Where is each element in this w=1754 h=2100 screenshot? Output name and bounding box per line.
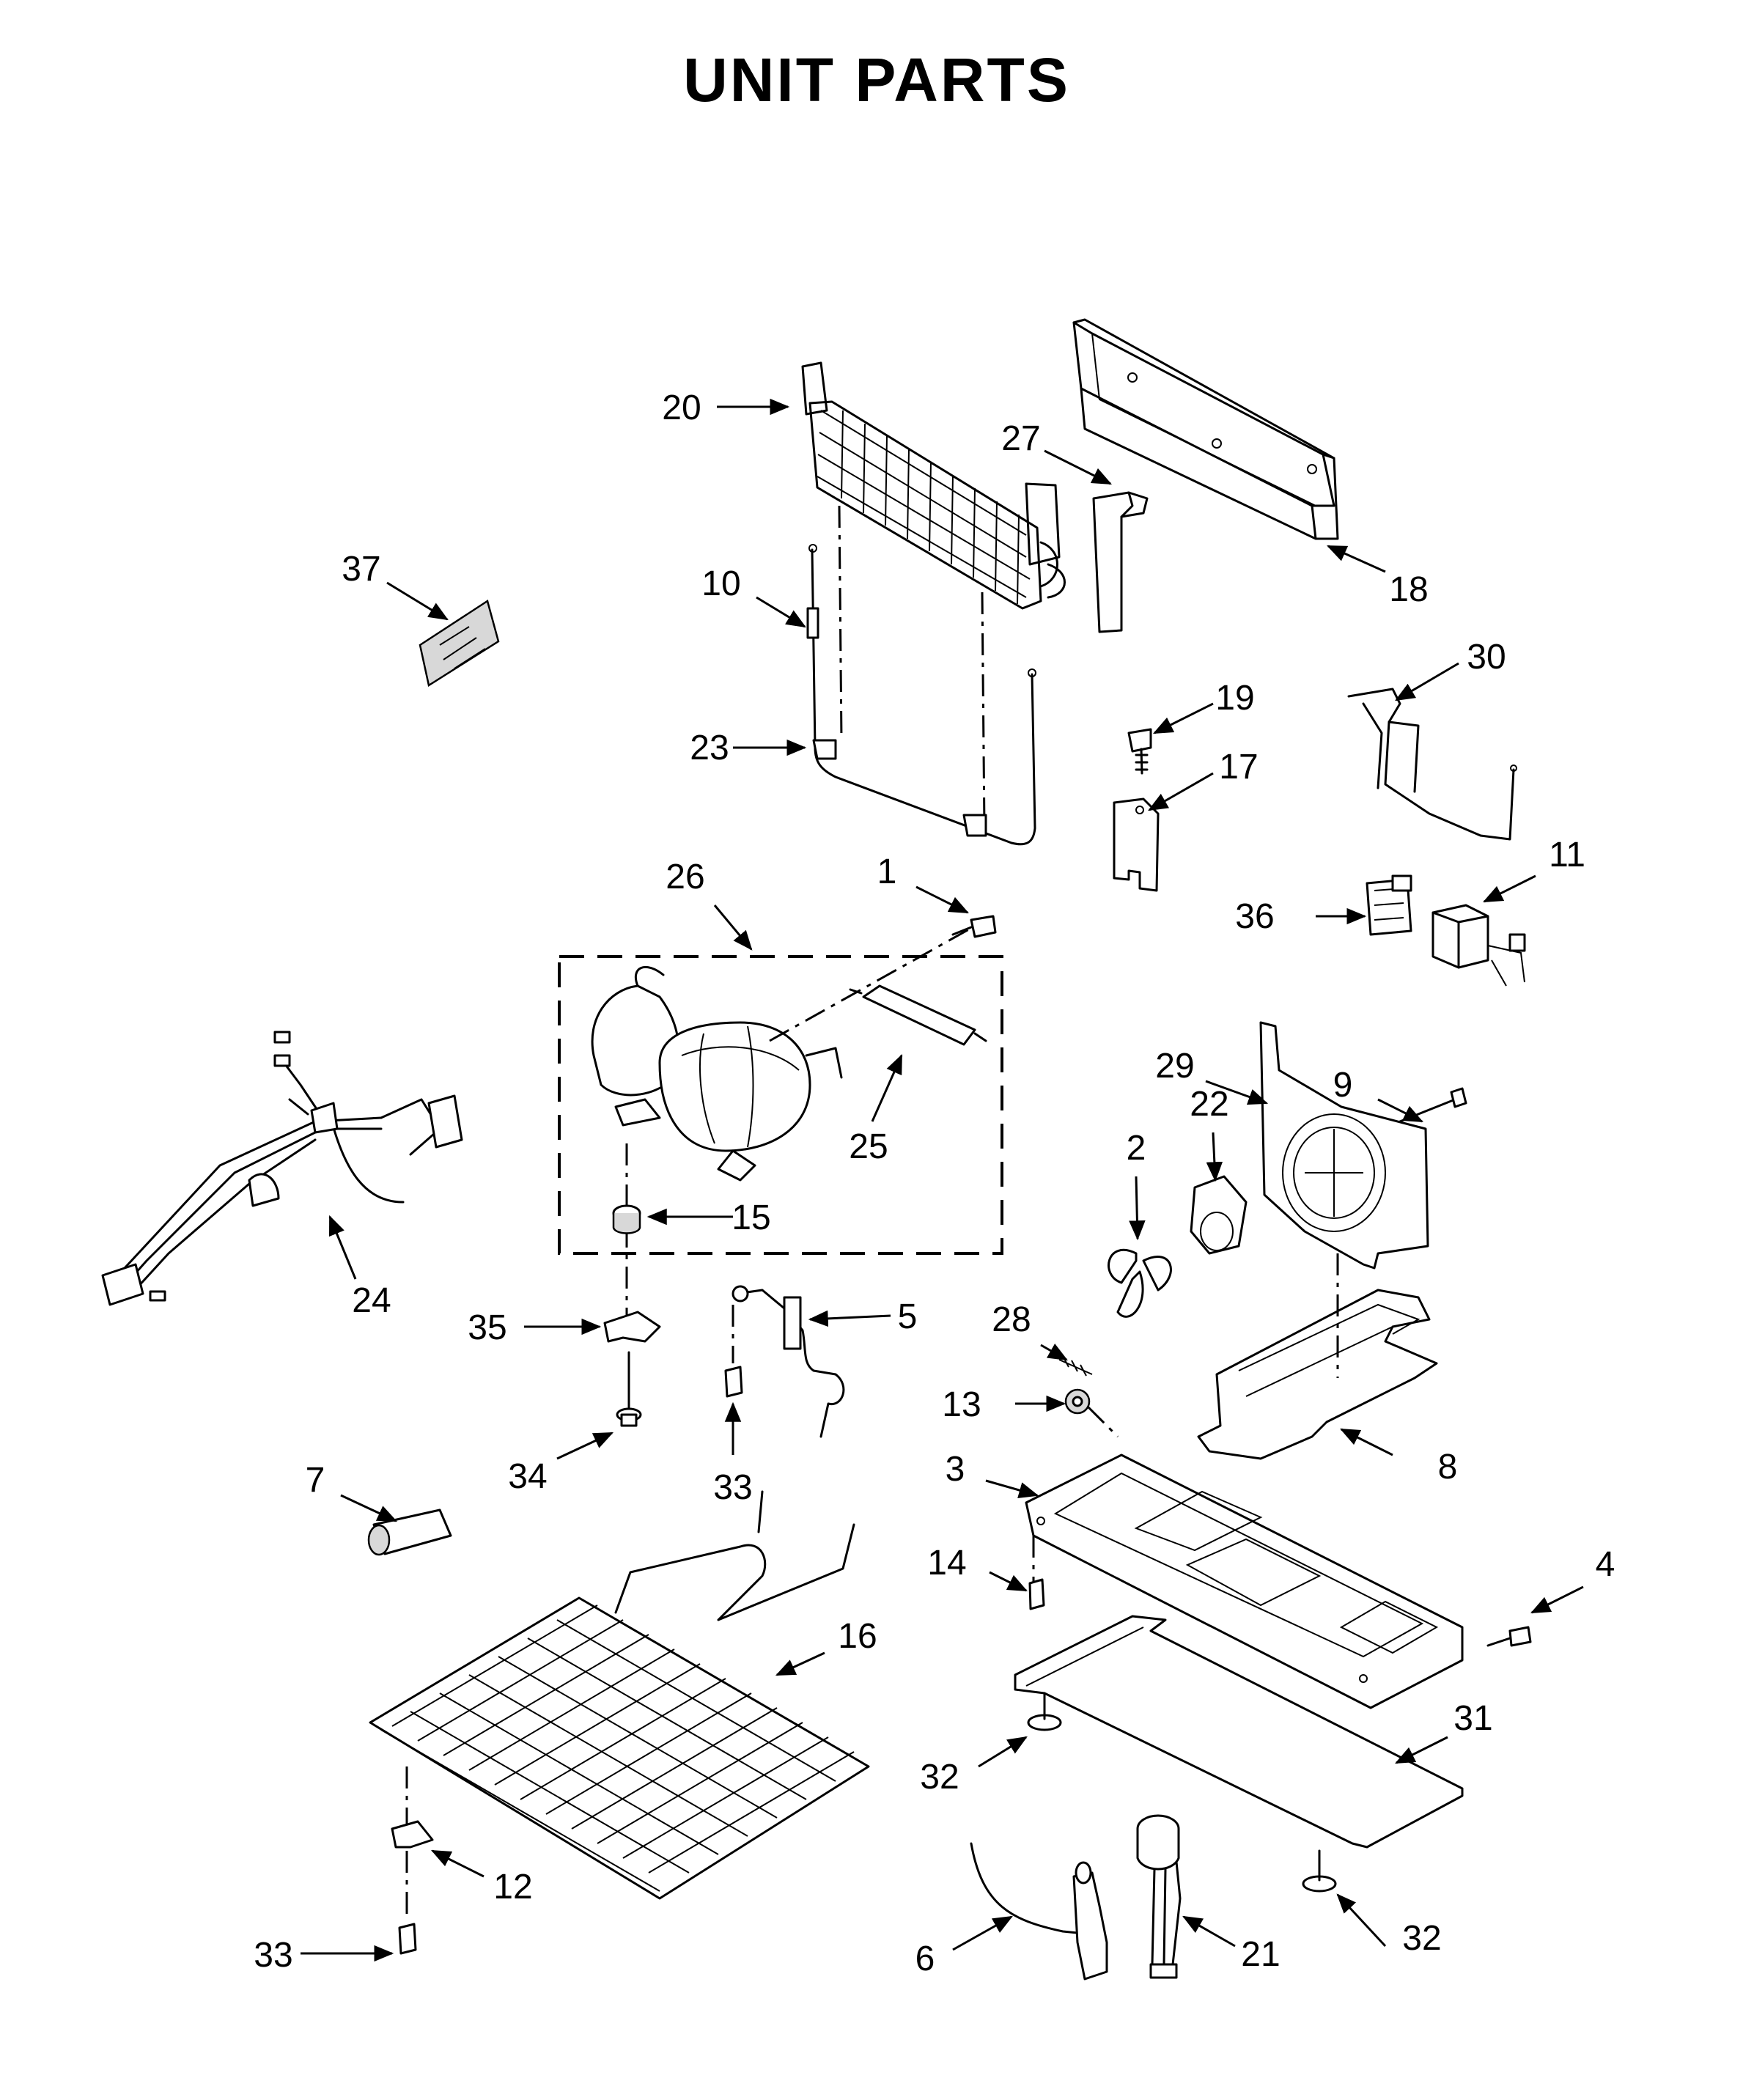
- part-8-drain-pan[interactable]: [1197, 1289, 1438, 1460]
- callout-28[interactable]: 28: [992, 1300, 1031, 1339]
- part-33-screw[interactable]: [724, 1305, 743, 1398]
- callout-19[interactable]: 19: [1215, 679, 1254, 718]
- part-32-foot-a[interactable]: [1027, 1692, 1062, 1731]
- callout-2[interactable]: 2: [1127, 1129, 1146, 1168]
- part-27-bracket[interactable]: [1092, 491, 1149, 633]
- part-14-screw[interactable]: [1028, 1578, 1045, 1610]
- callout-6[interactable]: 6: [915, 1939, 935, 1978]
- callout-14[interactable]: 14: [927, 1544, 966, 1583]
- part-38-control-board[interactable]: [419, 600, 500, 688]
- part-31-insulation-panel[interactable]: [1014, 1615, 1464, 1849]
- page-title: UNIT PARTS: [683, 45, 1070, 114]
- callout-27[interactable]: 27: [1001, 419, 1040, 458]
- callout-32a[interactable]: 32: [920, 1758, 959, 1797]
- callout-13[interactable]: 13: [942, 1385, 981, 1424]
- callout-23[interactable]: 23: [690, 729, 729, 767]
- callout-26[interactable]: 26: [666, 858, 704, 896]
- callout-10[interactable]: 10: [701, 564, 740, 603]
- callout-32b[interactable]: 32: [1402, 1919, 1441, 1958]
- callout-31[interactable]: 31: [1453, 1699, 1492, 1738]
- callout-22[interactable]: 22: [1190, 1085, 1228, 1124]
- callout-29[interactable]: 29: [1155, 1047, 1194, 1086]
- part-10-heater-tube[interactable]: [806, 544, 819, 749]
- callout-18[interactable]: 18: [1389, 570, 1428, 609]
- part-20-condenser[interactable]: [801, 361, 1066, 610]
- part-17-bracket[interactable]: [1113, 797, 1160, 892]
- part-7-tube[interactable]: [367, 1508, 452, 1556]
- callout-1[interactable]: 1: [877, 852, 897, 891]
- part-12-clip[interactable]: [391, 1820, 434, 1849]
- part-36-clip[interactable]: [603, 1311, 661, 1343]
- callout-38[interactable]: 37: [342, 550, 380, 589]
- callout-35[interactable]: 34: [508, 1457, 547, 1496]
- callout-21[interactable]: 21: [1241, 1935, 1280, 1974]
- callout-11[interactable]: 11: [1549, 836, 1585, 874]
- part-25-filter-drier[interactable]: [849, 984, 987, 1046]
- callout-5[interactable]: 5: [898, 1297, 918, 1336]
- callout-37[interactable]: 36: [1235, 897, 1274, 936]
- part-18-shroud[interactable]: [1072, 318, 1339, 540]
- part-26-assembly-boundary: [558, 955, 1003, 1255]
- part-28-spring[interactable]: [1058, 1355, 1093, 1377]
- part-21-damper[interactable]: [1136, 1814, 1182, 1979]
- part-32-foot-b[interactable]: [1302, 1849, 1337, 1893]
- callout-15[interactable]: 15: [732, 1198, 770, 1237]
- part-24-wire-harness[interactable]: [101, 1031, 463, 1306]
- callout-24[interactable]: 24: [352, 1281, 391, 1320]
- part-30-tubing[interactable]: [1347, 688, 1517, 841]
- part-22-fan-motor[interactable]: [1190, 1175, 1248, 1255]
- part-6-sensor[interactable]: [970, 1842, 1108, 1981]
- part-15-grommet[interactable]: [612, 1204, 641, 1234]
- part-13-grommet[interactable]: [1064, 1388, 1091, 1415]
- part-23-defrost-heater[interactable]: [812, 668, 1036, 846]
- part-11-overload[interactable]: [1431, 904, 1526, 987]
- part-16-evaporator-coil[interactable]: [369, 1490, 870, 1900]
- callout-16[interactable]: 16: [838, 1617, 877, 1656]
- part-5-tube[interactable]: [732, 1285, 845, 1438]
- callout-17[interactable]: 17: [1219, 748, 1258, 786]
- callout-12[interactable]: 12: [493, 1868, 532, 1906]
- part-1-screw[interactable]: [951, 915, 997, 938]
- callout-9[interactable]: 9: [1333, 1066, 1353, 1105]
- callout-25[interactable]: 25: [849, 1127, 888, 1166]
- callout-7[interactable]: 7: [306, 1461, 325, 1500]
- callout-33[interactable]: 33: [713, 1468, 752, 1507]
- part-34-screw[interactable]: [398, 1923, 417, 1955]
- part-4-screw[interactable]: [1486, 1626, 1532, 1647]
- callout-labels: 20 27 18 37 10 23 19 17 30 1 26 11 36 29…: [254, 388, 1615, 1978]
- part-2-fan-blade[interactable]: [1108, 1248, 1172, 1318]
- part-37-relay[interactable]: [1366, 874, 1412, 936]
- part-35-bolt[interactable]: [616, 1351, 642, 1427]
- callout-36[interactable]: 35: [468, 1308, 506, 1347]
- part-19-screw[interactable]: [1127, 728, 1152, 775]
- part-26-compressor[interactable]: [591, 965, 843, 1182]
- callout-4[interactable]: 4: [1596, 1545, 1615, 1584]
- callout-3[interactable]: 3: [946, 1450, 965, 1489]
- callout-20[interactable]: 20: [662, 388, 701, 427]
- leader-lines: [301, 398, 1584, 1962]
- callout-30[interactable]: 30: [1467, 638, 1506, 677]
- callout-34[interactable]: 33: [254, 1936, 292, 1975]
- part-29-fan-shroud[interactable]: [1259, 1021, 1429, 1270]
- callout-8[interactable]: 8: [1438, 1448, 1458, 1486]
